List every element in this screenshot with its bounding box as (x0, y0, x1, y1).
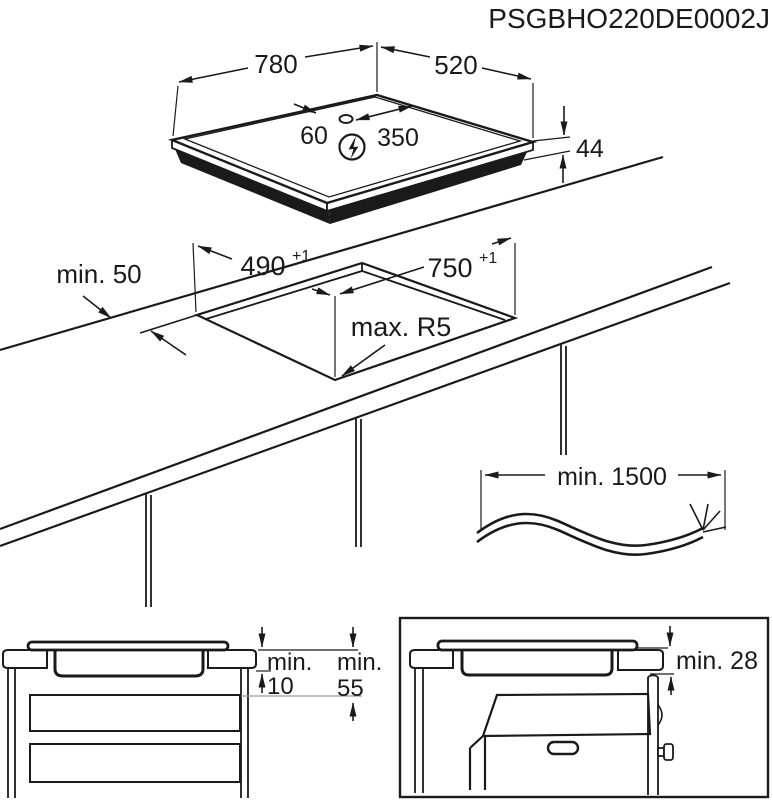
worktop-section-left (2, 649, 48, 669)
min50-arrow-a (82, 295, 112, 319)
ext-line (172, 85, 179, 137)
connection-point (338, 114, 354, 124)
ext-line (523, 150, 571, 161)
back-clearance-label: min. 50 (56, 259, 141, 289)
dim-520-arrow-right (481, 67, 532, 80)
dim-350-line (355, 105, 413, 121)
worktop-cutout-view: min. 50 490 +1 750 +1 max. R5 (0, 155, 731, 607)
power-connection-icon (338, 133, 366, 161)
drawer-clearance-view: min. 10 min. 55 (2, 627, 382, 798)
oven-side-bump (657, 704, 663, 726)
dim-490-arrow-right (311, 287, 331, 296)
detail-frame (398, 616, 770, 799)
min10-label: min. (267, 649, 312, 676)
cutout-depth-label: 490 (240, 251, 285, 281)
radius-arrow (341, 344, 386, 377)
hob-height-label: 44 (576, 135, 604, 163)
hob-base (175, 149, 330, 224)
mains-cable-detail: min. 1500 (476, 463, 727, 556)
oven-top (481, 692, 652, 738)
connection-offset-left-label: 60 (300, 122, 328, 150)
min50-arrow-b (150, 330, 187, 356)
oven-side-knob (657, 743, 674, 761)
cutout-width-label: 750 (427, 253, 472, 283)
hob-glass-section (436, 639, 639, 652)
part-number: PSGBHO220DE0002J (488, 3, 770, 34)
cutout-depth-tolerance: +1 (292, 248, 310, 265)
corner-radius-label: max. R5 (351, 312, 452, 342)
hob-casing-section (460, 649, 614, 677)
mains-cable-icon (476, 503, 727, 556)
hob-glass-section (26, 640, 230, 652)
ext-line (532, 136, 571, 142)
cabinet-panel-left (414, 668, 424, 793)
cutout-edge-extension (139, 314, 198, 334)
oven (468, 674, 674, 795)
min28-label: min. 28 (676, 647, 758, 675)
oven-side-panel (647, 674, 659, 795)
min55-value: 55 (337, 675, 364, 702)
dim-750-arrow-right (491, 237, 512, 246)
hob-depth-label: 520 (434, 50, 477, 80)
connection-offset-right-label: 350 (377, 124, 419, 152)
hob-base (329, 152, 527, 224)
drawer-front-upper (29, 694, 241, 732)
cable-length-label: min. 1500 (557, 463, 667, 491)
worktop-section-right (617, 649, 664, 671)
oven-handle (546, 740, 580, 756)
min10-value: 10 (267, 673, 294, 700)
ext-line (192, 242, 197, 313)
worktop-section-right (207, 649, 257, 669)
dim-750-arrow-left (339, 266, 425, 295)
cutout-width-tolerance: +1 (479, 250, 497, 267)
hob-isometric-view: 780 520 60 350 44 (167, 42, 604, 224)
glass-top-inner-line (182, 96, 523, 198)
hob-width-label: 780 (254, 49, 297, 79)
cutout-rim (193, 261, 519, 382)
dim-780-arrow-right (304, 44, 374, 58)
drawer-front-lower (29, 743, 241, 783)
dim-490-arrow-left (197, 245, 233, 260)
dim-520-arrow-left (380, 46, 431, 58)
dim-60-arrow (293, 103, 317, 114)
oven-clearance-view: min. 28 (398, 616, 770, 799)
worktop-front-edge-top (0, 265, 713, 531)
worktop-front-edge-bottom (0, 281, 731, 548)
worktop-section-left (409, 649, 454, 669)
worktop-legs (145, 345, 567, 607)
dim-780-arrow-left (178, 67, 249, 83)
min55-label: min. (337, 649, 382, 676)
hob-casing-section (53, 649, 205, 678)
